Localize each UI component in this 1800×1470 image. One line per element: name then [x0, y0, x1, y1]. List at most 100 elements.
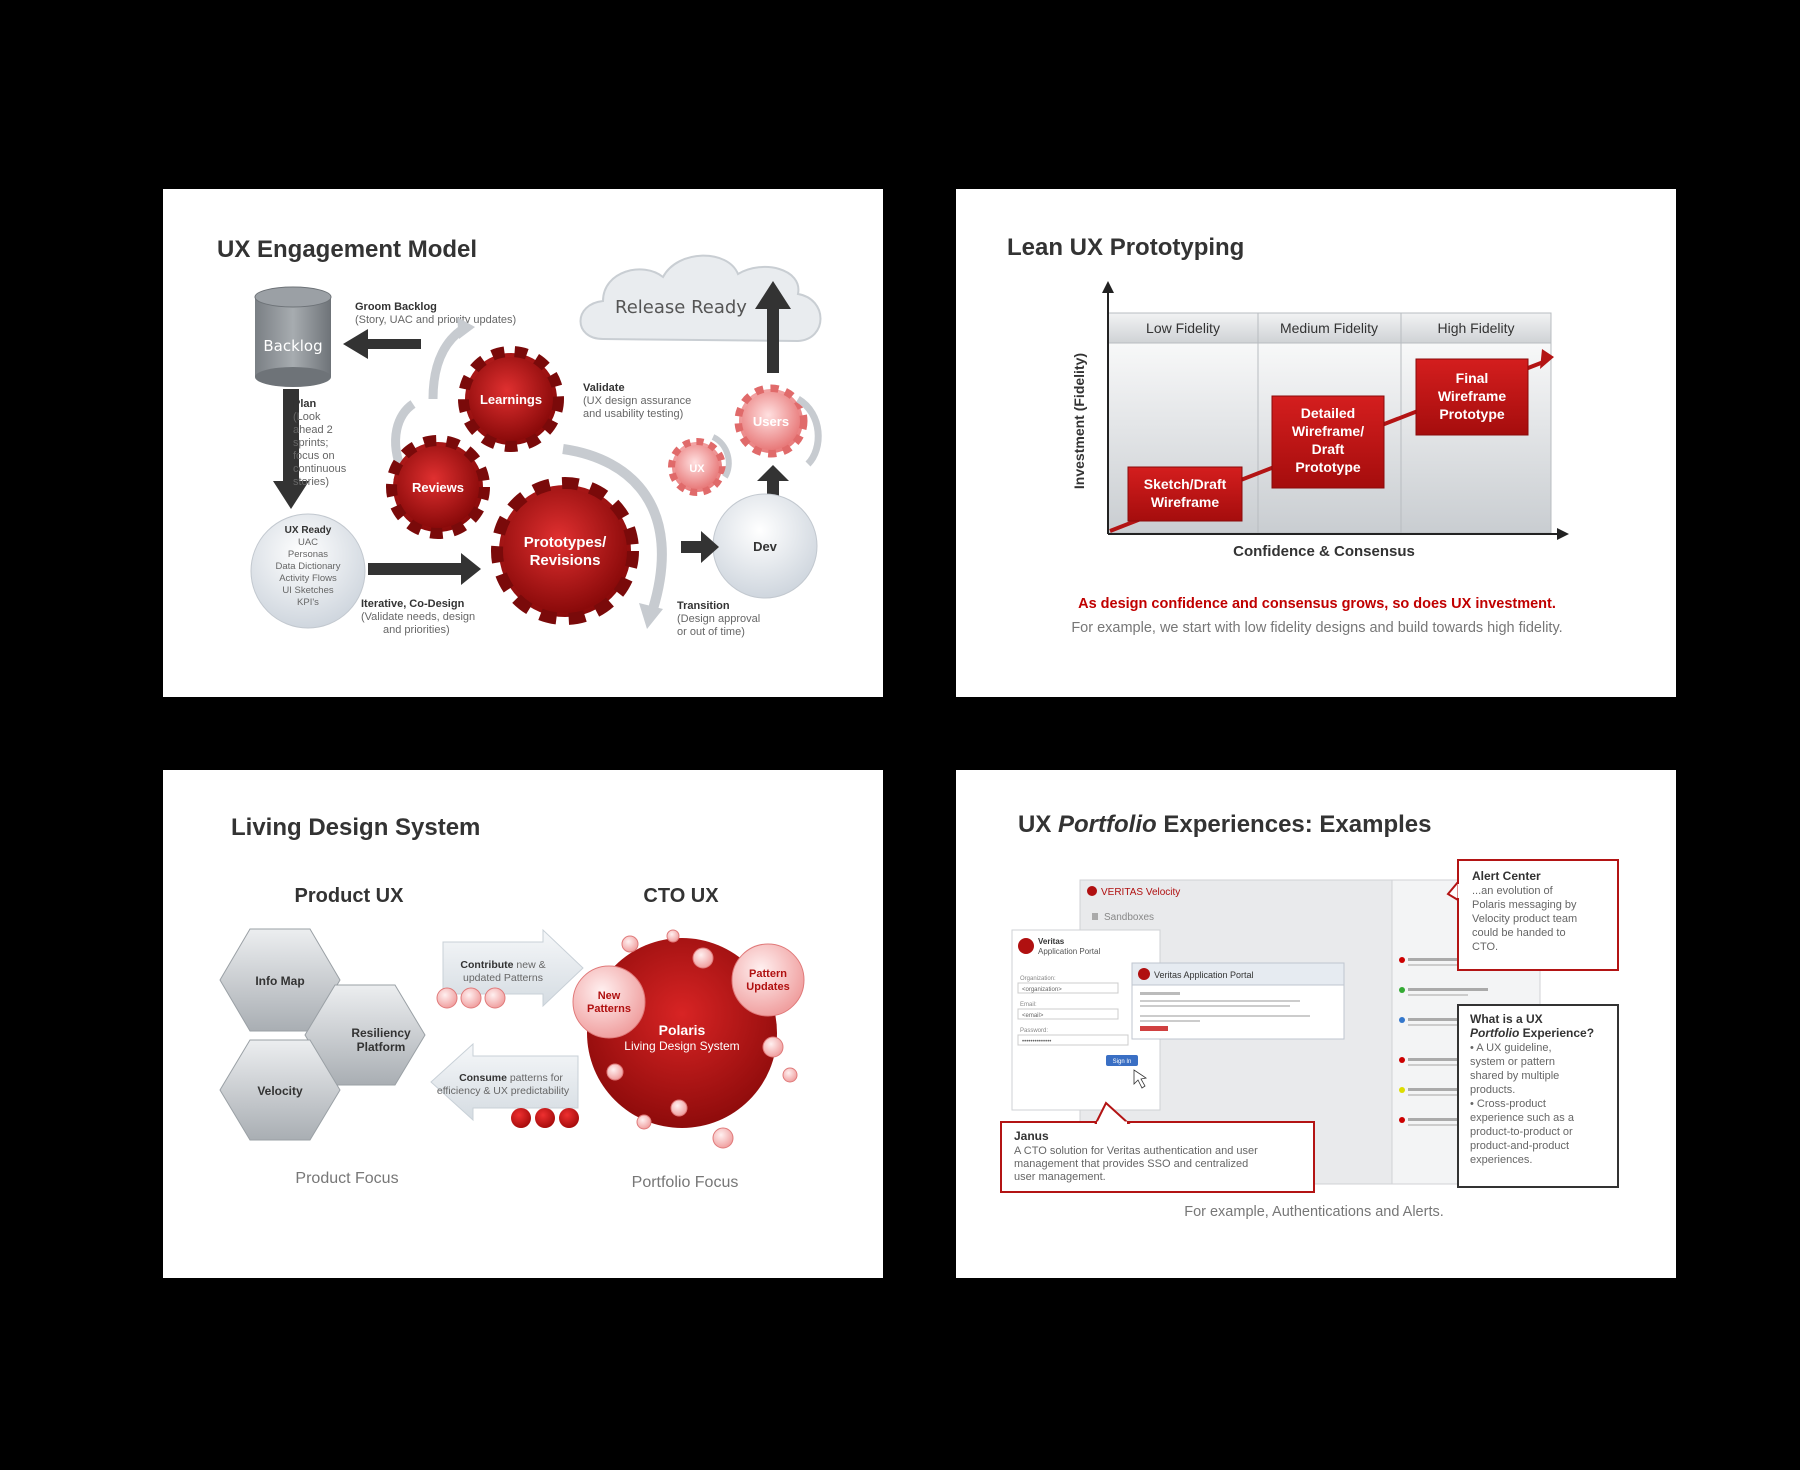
- svg-text:(Validate needs, design: (Validate needs, design: [361, 611, 475, 623]
- slide-ux-engagement-model: UX Engagement Model Backlog Release Read…: [163, 189, 883, 697]
- svg-text:(Look: (Look: [293, 411, 321, 423]
- svg-text:sprints;: sprints;: [293, 437, 328, 449]
- svg-text:Reviews: Reviews: [412, 480, 464, 495]
- svg-text:Contribute new &: Contribute new &: [460, 959, 545, 971]
- pattern-dot: [559, 1108, 579, 1128]
- transition-title: Transition: [677, 600, 730, 612]
- groom-desc: (Story, UAC and priority updates): [355, 314, 516, 326]
- svg-text:KPI's: KPI's: [297, 597, 319, 608]
- users-gear: Users: [734, 384, 808, 458]
- svg-text:<organization>: <organization>: [1022, 987, 1062, 993]
- dev-circle: Dev: [712, 493, 818, 599]
- pattern-dot: [511, 1108, 531, 1128]
- curve-arrow-learnings: [428, 325, 466, 400]
- svg-text:Personas: Personas: [288, 549, 328, 560]
- portal-header: Veritas Application Portal: [1154, 970, 1254, 980]
- consume-arrow: Consume patterns for efficiency & UX pre…: [430, 1042, 579, 1122]
- veritas-login-logo-icon: [1018, 938, 1034, 954]
- alert-center-callout: Alert Center ...an evolution of Polaris …: [1446, 859, 1619, 971]
- svg-text:Info Map: Info Map: [255, 974, 304, 988]
- svg-text:Sketch/Draft: Sketch/Draft: [1144, 476, 1227, 492]
- svg-text:and priorities): and priorities): [383, 624, 450, 636]
- release-ready-label: Release Ready: [615, 297, 747, 318]
- engagement-diagram: UX Engagement Model Backlog Release Read…: [217, 236, 822, 638]
- svg-text:stories): stories): [293, 476, 329, 488]
- svg-text:Learnings: Learnings: [480, 392, 542, 407]
- pattern-dot: [484, 987, 506, 1009]
- cto-ux-heading: CTO UX: [643, 885, 719, 907]
- sign-in-button[interactable]: [1106, 1055, 1138, 1066]
- svg-text:Wireframe: Wireframe: [1151, 494, 1220, 510]
- to-dev-arrow: [681, 531, 719, 563]
- slide-lean-ux-prototyping: Lean UX Prototyping Low Fidelity Medium …: [956, 189, 1676, 697]
- svg-text:Patterns: Patterns: [587, 1003, 631, 1015]
- validate-title: Validate: [583, 382, 625, 394]
- email-input[interactable]: [1017, 1008, 1119, 1020]
- svg-text:Data Dictionary: Data Dictionary: [276, 561, 341, 572]
- svg-text:Organization:: Organization:: [1020, 976, 1056, 982]
- svg-text:••••••••••••••: ••••••••••••••: [1022, 1039, 1051, 1045]
- svg-text:CTO.: CTO.: [1472, 941, 1498, 953]
- svg-text:focus on: focus on: [293, 450, 335, 462]
- svg-text:Prototype: Prototype: [1295, 459, 1361, 475]
- column-high-fidelity: High Fidelity: [1437, 320, 1514, 336]
- svg-text:(Design approval: (Design approval: [677, 613, 760, 625]
- password-input[interactable]: [1017, 1034, 1129, 1046]
- iterative-title: Iterative, Co-Design: [361, 598, 465, 610]
- groom-arrow: [343, 329, 421, 359]
- column-medium-fidelity: Medium Fidelity: [1280, 320, 1378, 336]
- svg-text:product-and-product: product-and-product: [1470, 1140, 1569, 1152]
- svg-text:user management.: user management.: [1014, 1171, 1106, 1183]
- plan-arrow: [273, 389, 309, 509]
- cursor-hand-icon: [1133, 1069, 1148, 1089]
- contribute-arrow: Contribute new & updated Patterns: [442, 928, 584, 1008]
- svg-text:Final: Final: [1456, 370, 1489, 386]
- svg-text:shared by multiple: shared by multiple: [1470, 1070, 1559, 1082]
- portal-logo-icon: [1138, 968, 1150, 980]
- svg-text:ahead 2: ahead 2: [293, 424, 333, 436]
- svg-text:management that provides SSO a: management that provides SSO and central…: [1014, 1158, 1248, 1170]
- box-detailed-wireframe: Detailed Wireframe/ Draft Prototype: [1271, 395, 1385, 489]
- svg-text:could be handed to: could be handed to: [1472, 927, 1566, 939]
- svg-text:UAC: UAC: [298, 537, 318, 548]
- y-axis-label: Investment (Fidelity): [1071, 353, 1087, 489]
- backlog-label: Backlog: [263, 337, 322, 355]
- svg-text:New: New: [598, 990, 621, 1002]
- svg-text:Users: Users: [753, 414, 789, 429]
- svg-text:Detailed: Detailed: [1301, 405, 1355, 421]
- svg-text:experience such as a: experience such as a: [1470, 1112, 1575, 1124]
- veritas-velocity-label: VERITAS Velocity: [1101, 887, 1180, 898]
- prototypes-gear: Prototypes/ Revisions: [491, 477, 639, 625]
- svg-text:Prototype: Prototype: [1439, 406, 1505, 422]
- svg-text:...an evolution of: ...an evolution of: [1472, 885, 1554, 897]
- veritas-logo-icon: [1087, 886, 1097, 896]
- pattern-dot: [436, 987, 458, 1009]
- svg-text:updated Patterns: updated Patterns: [463, 972, 543, 984]
- product-focus-label: Product Focus: [295, 1170, 398, 1187]
- portfolio-focus-label: Portfolio Focus: [632, 1174, 739, 1191]
- ux-gear: UX: [668, 438, 726, 496]
- svg-text:efficiency & UX predictability: efficiency & UX predictability: [437, 1085, 570, 1097]
- svg-text:What is a UX: What is a UX: [1470, 1012, 1543, 1026]
- hex-resiliency-platform: Resiliency Platform: [304, 984, 426, 1086]
- svg-text:A CTO solution for Veritas aut: A CTO solution for Veritas authenticatio…: [1014, 1145, 1258, 1157]
- svg-text:and usability testing): and usability testing): [583, 408, 683, 420]
- svg-text:continuous: continuous: [293, 463, 347, 475]
- organization-input[interactable]: [1017, 982, 1119, 994]
- svg-text:Portfolio Experience?: Portfolio Experience?: [1470, 1026, 1594, 1040]
- janus-callout: Janus A CTO solution for Veritas authent…: [1000, 1101, 1315, 1193]
- svg-text:<email>: <email>: [1022, 1013, 1044, 1019]
- svg-text:Updates: Updates: [746, 981, 789, 993]
- new-patterns-bubble: New Patterns: [572, 965, 646, 1039]
- x-axis-label: Confidence & Consensus: [1233, 543, 1415, 560]
- svg-text:Draft: Draft: [1312, 441, 1345, 457]
- box-final-wireframe: Final Wireframe Prototype: [1415, 358, 1529, 436]
- validate-desc: (UX design assurance: [583, 395, 691, 407]
- svg-text:Velocity: Velocity: [257, 1084, 303, 1098]
- svg-text:system or pattern: system or pattern: [1470, 1056, 1555, 1068]
- svg-text:Consume patterns for: Consume patterns for: [459, 1072, 563, 1084]
- slide-living-design-system: Living Design System Product UX CTO UX I…: [163, 770, 883, 1278]
- login-sub: Application Portal: [1038, 947, 1100, 956]
- hex-info-map: Info Map: [219, 928, 341, 1032]
- portfolio-examples: UX Portfolio Experiences: Examples VERIT…: [1000, 811, 1619, 1220]
